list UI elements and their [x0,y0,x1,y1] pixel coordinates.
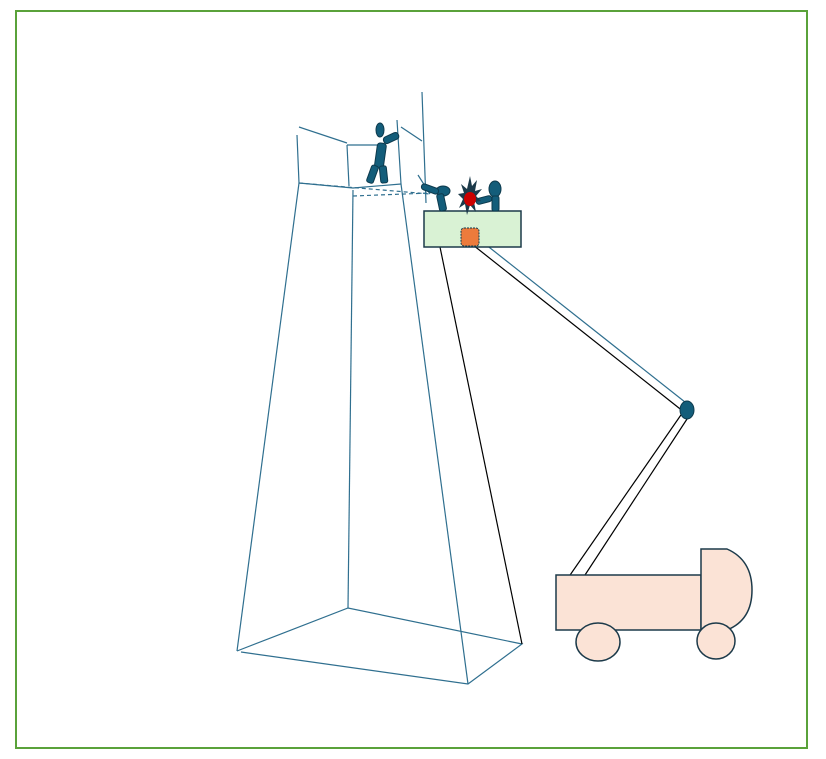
worker-leg [378,165,389,184]
worker-figure-icon [375,122,385,138]
worker-body [436,193,447,212]
cable-line [439,246,523,645]
railing [400,126,423,142]
truck-wheel-front [696,622,736,660]
railing [346,144,350,187]
upper-boom [472,244,685,413]
spark-core [464,192,476,206]
worker-figure-icon [488,180,502,198]
bucket-part [460,227,480,247]
boom-arm [472,239,691,579]
worker-arm [420,183,440,195]
tower-top-deck-back [298,182,431,195]
truck-wheel-rear [575,622,621,662]
lower-boom-edge [584,415,690,576]
workers-in-bucket [420,180,502,212]
tower-leg [400,183,469,685]
worker-leg [366,164,379,184]
diagram-frame [15,10,808,749]
spark-hazard-icon [458,176,482,215]
railing [296,134,300,184]
worker-arm [382,131,400,145]
railing [396,119,402,185]
worker-on-tower [366,122,400,184]
tower-structure [236,91,524,685]
worker-arm [475,195,493,205]
worker-body [374,142,387,169]
tower-top-deck [298,182,402,189]
tower-leg [347,189,354,609]
truck-bed [555,574,702,631]
joint-icon [679,400,695,420]
tower-base [236,607,524,685]
tower-top-deck-front [352,192,431,197]
truck-cab [700,548,753,631]
upper-boom-edge [479,239,691,407]
bucket-truck [555,548,753,662]
lower-boom [567,411,684,579]
railing [298,126,348,144]
worker-body [491,195,500,212]
tower-leg [236,182,300,652]
